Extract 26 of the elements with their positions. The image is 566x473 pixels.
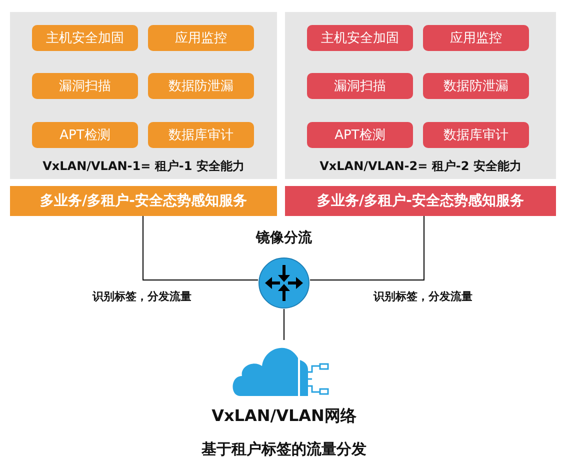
edge-label: 识别标签，分发流量 bbox=[92, 289, 192, 304]
tenant-panel bbox=[285, 12, 556, 179]
capability-button: 应用监控 bbox=[148, 25, 254, 51]
capability-button: APT检测 bbox=[32, 122, 138, 148]
capability-button: 漏洞扫描 bbox=[32, 73, 138, 99]
capability-button: 主机安全加固 bbox=[307, 25, 413, 51]
service-bar: 多业务/多租户-安全态势感知服务 bbox=[10, 186, 277, 216]
edge-label: 识别标签，分发流量 bbox=[374, 289, 472, 304]
service-bar: 多业务/多租户-安全态势感知服务 bbox=[285, 186, 556, 216]
connector-line bbox=[310, 216, 424, 280]
connector-line bbox=[142, 216, 258, 280]
node-caption: VxLAN/VLAN网络 bbox=[212, 406, 356, 427]
capability-button: 主机安全加固 bbox=[32, 25, 138, 51]
capability-button: 数据库审计 bbox=[148, 122, 254, 148]
node-caption: 镜像分流 bbox=[256, 229, 312, 247]
capability-button: 漏洞扫描 bbox=[307, 73, 413, 99]
capability-button: 数据防泄漏 bbox=[148, 73, 254, 99]
capability-button: APT检测 bbox=[307, 122, 413, 148]
panel-title: VxLAN/VLAN-1= 租户-1 安全能力 bbox=[42, 158, 246, 175]
caption: 基于租户标签的流量分发 bbox=[202, 440, 366, 459]
capability-button: 数据库审计 bbox=[423, 122, 529, 148]
capability-button: 数据防泄漏 bbox=[423, 73, 529, 99]
router-icon bbox=[258, 257, 310, 309]
capability-button: 应用监控 bbox=[423, 25, 529, 51]
panel-title: VxLAN/VLAN-2= 租户-2 安全能力 bbox=[318, 158, 522, 175]
tenant-panel bbox=[10, 12, 277, 179]
